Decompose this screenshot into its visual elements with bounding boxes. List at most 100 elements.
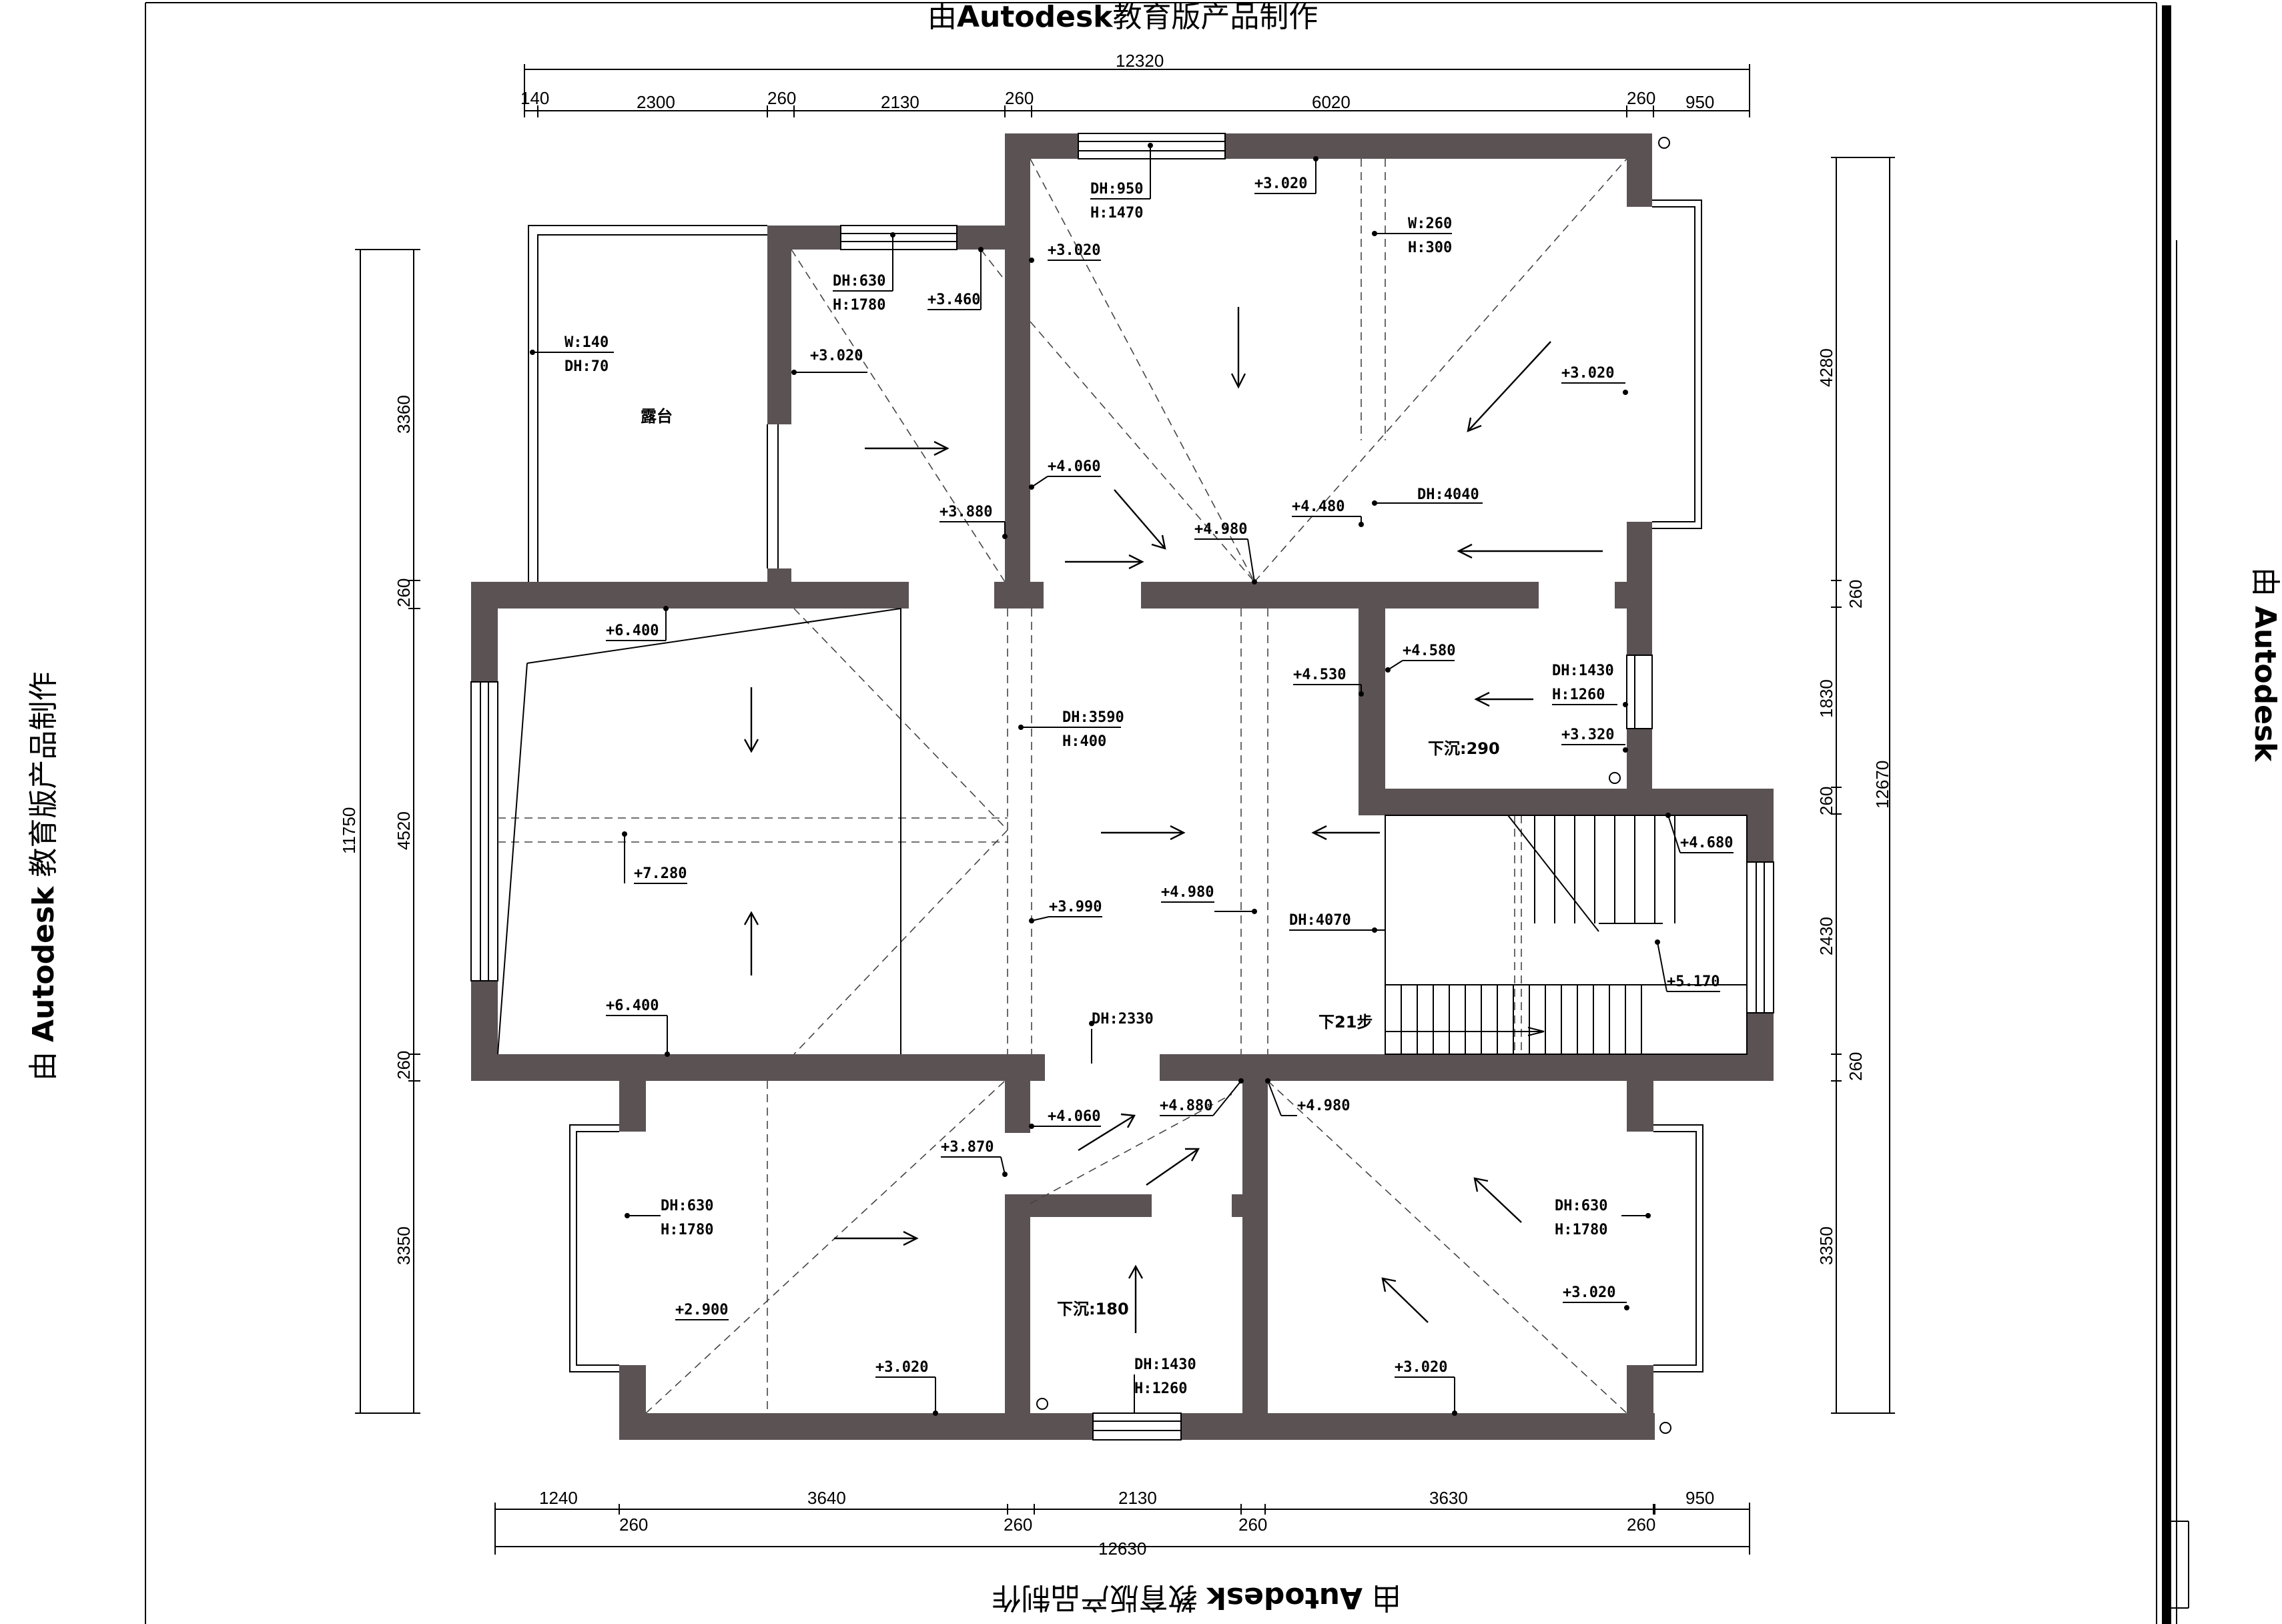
dim-top-seg: 260 bbox=[1005, 88, 1034, 108]
dim-top-seg: 2130 bbox=[881, 92, 919, 112]
leader-dots bbox=[530, 143, 1671, 1416]
watermark-bottom: 由 Autodesk 教育版产品制作 bbox=[992, 1581, 1401, 1615]
annotation-label: +3.990 bbox=[1049, 899, 1102, 915]
dim-left-seg: 3350 bbox=[394, 1226, 414, 1265]
annotation-label: H:1780 bbox=[833, 297, 885, 314]
annotation-label: +6.400 bbox=[606, 623, 659, 639]
dimension-left: 11750 3360 260 4520 260 3350 bbox=[339, 249, 420, 1414]
dim-bottom-seg: 260 bbox=[1004, 1515, 1032, 1535]
annotation-label: DH:3590 bbox=[1062, 709, 1124, 726]
dimension-right: 4280 260 1830 260 2430 260 3350 12670 bbox=[1816, 157, 1895, 1414]
dim-bottom-seg: 2130 bbox=[1118, 1488, 1157, 1508]
annotation-label: +4.980 bbox=[1297, 1098, 1350, 1114]
terrace bbox=[528, 225, 779, 582]
dim-bottom-seg: 3630 bbox=[1429, 1488, 1468, 1508]
dim-bottom-total: 12630 bbox=[1098, 1539, 1146, 1559]
dim-right-seg: 4280 bbox=[1816, 348, 1836, 387]
dim-bottom-seg: 260 bbox=[619, 1515, 648, 1535]
annotation-label: +3.020 bbox=[875, 1359, 928, 1376]
annotation-label: +3.870 bbox=[941, 1139, 994, 1156]
dim-left-seg: 4520 bbox=[394, 811, 414, 850]
annotation-label: DH:2330 bbox=[1092, 1011, 1154, 1028]
room-sink-180: 下沉:180 bbox=[1057, 1300, 1129, 1318]
annotation-label: +4.680 bbox=[1680, 835, 1733, 851]
annotation-label: +3.020 bbox=[1254, 175, 1307, 192]
dim-right-seg: 260 bbox=[1846, 580, 1866, 608]
dim-right-seg: 1830 bbox=[1816, 679, 1836, 718]
annotation-label: DH:630 bbox=[833, 273, 885, 290]
annotation-label: H:1260 bbox=[1134, 1380, 1187, 1397]
annotation-label: +2.900 bbox=[675, 1302, 728, 1318]
room-terrace: 露台 bbox=[641, 407, 673, 426]
annotation-label: H:1780 bbox=[1555, 1222, 1607, 1238]
dim-top-seg: 140 bbox=[520, 88, 549, 108]
room-sink-290: 下沉:290 bbox=[1428, 739, 1500, 758]
annotation-label: +4.580 bbox=[1403, 643, 1455, 659]
annotation-label: +4.530 bbox=[1293, 667, 1346, 683]
annotation-label: DH:950 bbox=[1090, 181, 1143, 197]
annotation-label: +3.460 bbox=[927, 292, 980, 308]
walls bbox=[471, 133, 1774, 1440]
dim-top-seg: 6020 bbox=[1312, 92, 1351, 112]
dimension-bottom: 1240 3640 2130 3630 950 260 260 260 260 … bbox=[494, 1488, 1750, 1559]
dim-top-seg: 2300 bbox=[637, 92, 675, 112]
dim-left-seg: 260 bbox=[394, 1051, 414, 1080]
dim-bottom-seg: 260 bbox=[1238, 1515, 1267, 1535]
drainage-arrows bbox=[743, 307, 1603, 1333]
annotation-label: H:1260 bbox=[1552, 687, 1605, 703]
annotation-label: +4.060 bbox=[1048, 1108, 1100, 1125]
dim-left-seg: 3360 bbox=[394, 395, 414, 434]
annotations: DH:950 H:1470 +3.020 W:260 H:300 DH:630 … bbox=[564, 175, 1733, 1397]
annotation-label: DH:1430 bbox=[1552, 663, 1614, 679]
dim-right-seg: 3350 bbox=[1816, 1226, 1836, 1265]
windows bbox=[470, 133, 1774, 1441]
dim-bottom-seg: 950 bbox=[1685, 1488, 1714, 1508]
svg-text:由 Autodesk: 由 Autodesk bbox=[2248, 567, 2282, 763]
staircase bbox=[1385, 815, 1748, 1055]
annotation-label: +4.480 bbox=[1292, 498, 1345, 515]
annotation-label: DH:4070 bbox=[1289, 912, 1351, 929]
markers bbox=[1036, 137, 1671, 1434]
annotation-label: +7.280 bbox=[634, 865, 687, 882]
annotation-label: DH:1430 bbox=[1134, 1356, 1196, 1373]
dim-right-seg: 260 bbox=[1816, 787, 1836, 815]
watermark-right: 由 Autodesk bbox=[2248, 567, 2282, 763]
dimension-top: 12320 140 2300 260 2130 260 6020 260 950 bbox=[520, 51, 1750, 117]
svg-text:由Autodesk教育版产品制作: 由Autodesk教育版产品制作 bbox=[927, 0, 1318, 34]
annotation-label: W:260 bbox=[1408, 216, 1452, 232]
svg-text:由 Autodesk 教育版产品制作: 由 Autodesk 教育版产品制作 bbox=[27, 672, 61, 1081]
watermark-left: 由 Autodesk 教育版产品制作 bbox=[27, 672, 61, 1081]
watermark-top: 由Autodesk教育版产品制作 bbox=[927, 0, 1318, 34]
dim-left-total: 11750 bbox=[339, 807, 359, 854]
dim-right-total: 12670 bbox=[1872, 761, 1892, 809]
annotation-label: H:400 bbox=[1062, 733, 1106, 750]
annotation-label: +3.020 bbox=[1048, 242, 1100, 259]
annotation-label: +5.170 bbox=[1667, 973, 1720, 990]
dim-top-seg: 260 bbox=[1627, 88, 1655, 108]
annotation-label: DH:630 bbox=[661, 1198, 713, 1214]
dim-top-seg: 950 bbox=[1685, 92, 1714, 112]
dim-left-seg: 260 bbox=[394, 578, 414, 607]
annotation-label: +3.020 bbox=[1395, 1359, 1447, 1376]
annotation-label: DH:70 bbox=[564, 358, 609, 375]
annotation-label: W:140 bbox=[564, 334, 609, 351]
annotation-label: +3.020 bbox=[810, 348, 863, 364]
dim-bottom-seg: 3640 bbox=[807, 1488, 846, 1508]
annotation-label: +4.060 bbox=[1048, 458, 1100, 475]
svg-text:由 Autodesk 教育版产品制作: 由 Autodesk 教育版产品制作 bbox=[992, 1581, 1401, 1615]
dim-top-seg: 260 bbox=[767, 88, 796, 108]
annotation-label: H:1780 bbox=[661, 1222, 713, 1238]
annotation-label: +6.400 bbox=[606, 997, 659, 1014]
dim-top-total: 12320 bbox=[1116, 51, 1164, 71]
annotation-label: H:1470 bbox=[1090, 205, 1143, 222]
annotation-label: +3.880 bbox=[939, 504, 992, 520]
annotation-label: +4.980 bbox=[1161, 884, 1214, 901]
annotation-label: H:300 bbox=[1408, 240, 1452, 256]
annotation-label: DH:630 bbox=[1555, 1198, 1607, 1214]
drawing-frame bbox=[145, 2, 2189, 1624]
annotation-label: DH:4040 bbox=[1417, 486, 1479, 503]
annotation-label: +3.020 bbox=[1563, 1284, 1615, 1301]
annotation-label: +4.980 bbox=[1194, 521, 1247, 538]
annotation-label: +3.320 bbox=[1561, 727, 1614, 743]
